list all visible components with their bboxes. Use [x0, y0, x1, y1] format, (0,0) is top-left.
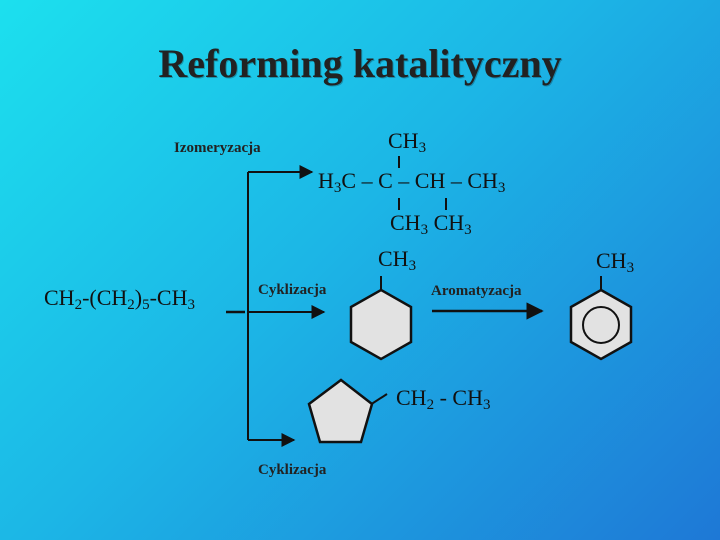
toluene-methyl-label: CH3	[596, 248, 635, 276]
isomer-top-methyl: CH3	[388, 128, 427, 156]
cyclopentane-ring	[307, 378, 374, 444]
reactant-formula: CH2-(CH2)5-CH3	[44, 285, 195, 313]
isomer-chain: H3C – C – CH – CH3	[318, 168, 506, 196]
slide-title: Reforming katalityczny	[158, 41, 562, 86]
cyclopentane-ethyl-label: CH2 - CH3	[396, 385, 491, 413]
label-isomerization: Izomeryzacja	[174, 140, 261, 156]
label-cyclization-bottom: Cyklizacja	[258, 462, 327, 478]
cyclohexane-methyl-label: CH3	[378, 246, 417, 274]
cyclohexane-ring	[349, 288, 413, 361]
aromatic-circle	[582, 306, 620, 344]
isomer-bottom-methyls: CH3 CH3	[390, 210, 472, 238]
label-aromatization: Aromatyzacja	[431, 283, 522, 299]
label-cyclization-top: Cyklizacja	[258, 282, 327, 298]
